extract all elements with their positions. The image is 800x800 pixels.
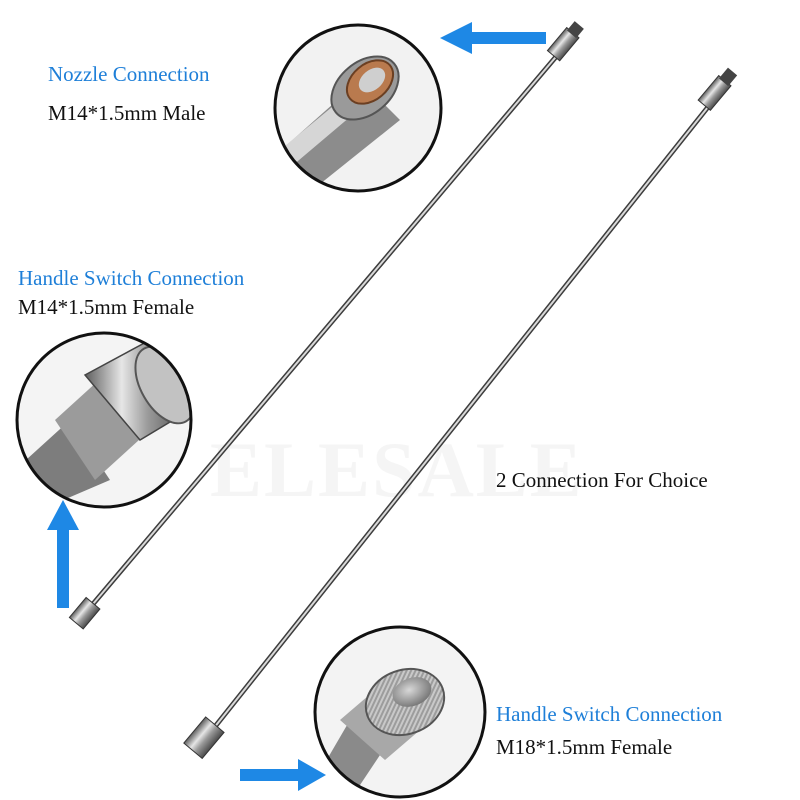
arrow-up-icon (47, 500, 79, 608)
spray-wand-2 (183, 67, 738, 760)
handle-m14-title: Handle Switch Connection (18, 266, 245, 290)
nozzle-detail-circle (273, 23, 443, 193)
handle-m18-spec: M18*1.5mm Female (496, 735, 673, 759)
spray-wand-1 (68, 21, 584, 630)
arrow-right-icon (240, 759, 326, 791)
arrow-left-icon (440, 22, 546, 54)
nozzle-connection-title: Nozzle Connection (48, 62, 210, 86)
handle-m14-detail-circle (15, 331, 193, 509)
handle-m18-detail-circle (313, 625, 487, 799)
handle-m18-title: Handle Switch Connection (496, 702, 723, 726)
connection-choice-text: 2 Connection For Choice (496, 468, 708, 492)
handle-m14-spec: M14*1.5mm Female (18, 295, 195, 319)
nozzle-connection-spec: M14*1.5mm Male (48, 101, 206, 125)
